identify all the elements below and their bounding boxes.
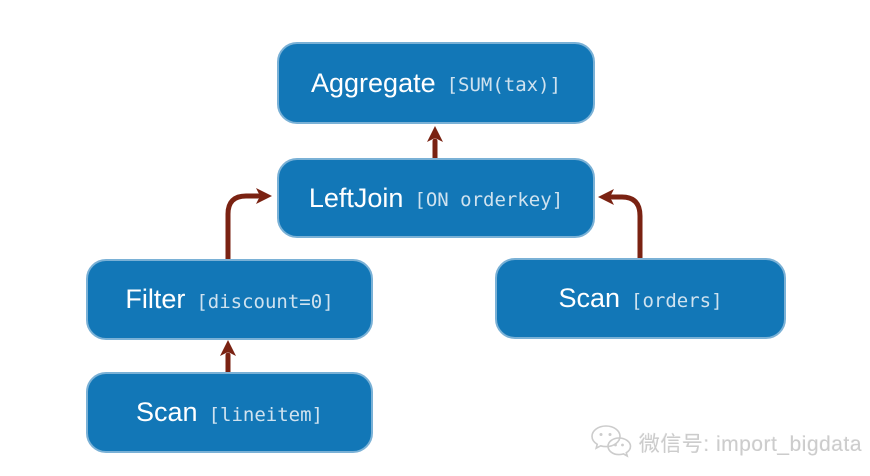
- node-scan-orders-detail: [orders]: [631, 289, 723, 312]
- edge-leftjoin-to-aggregate: [427, 126, 443, 161]
- edge-scan-lineitem-to-filter: [220, 340, 236, 375]
- node-filter-detail: [discount=0]: [196, 290, 334, 313]
- node-filter: Filter [discount=0]: [86, 259, 373, 340]
- watermark: 微信号: import_bigdata: [589, 424, 862, 462]
- node-aggregate: Aggregate [SUM(tax)]: [277, 42, 595, 124]
- node-leftjoin-label: LeftJoin: [308, 182, 404, 213]
- wechat-icon: [591, 425, 632, 458]
- node-scan-orders-label: Scan: [558, 283, 621, 313]
- node-leftjoin-detail: [ON orderkey]: [414, 189, 564, 211]
- node-aggregate-detail: [SUM(tax)]: [446, 74, 561, 96]
- node-scan-lineitem-label: Scan: [136, 397, 198, 427]
- node-filter-label: Filter: [125, 284, 186, 314]
- node-leftjoin: LeftJoin [ON orderkey]: [277, 158, 595, 238]
- node-scan-orders: Scan [orders]: [495, 258, 786, 339]
- node-scan-lineitem-detail: [lineitem]: [208, 403, 323, 426]
- node-aggregate-label: Aggregate: [311, 67, 436, 98]
- edge-scan-orders-to-leftjoin: [598, 189, 643, 262]
- watermark-text: 微信号: import_bigdata: [638, 433, 862, 456]
- edge-filter-to-leftjoin: [225, 188, 272, 263]
- node-scan-lineitem: Scan [lineitem]: [86, 372, 373, 453]
